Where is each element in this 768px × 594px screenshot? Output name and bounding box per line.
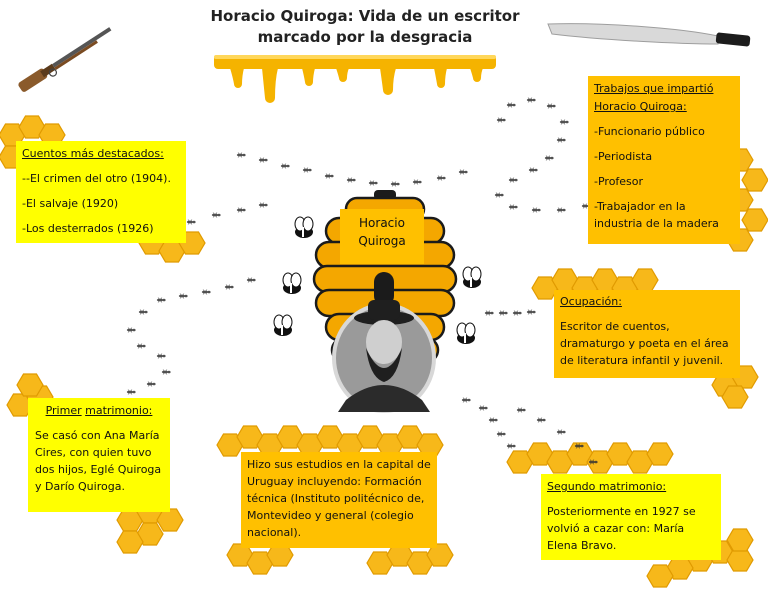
trabajos-heading-line-2: Horacio Quiroga: [594,100,687,113]
segundo-heading: Segundo matrimonio: [547,480,667,493]
honey-drip-icon [214,55,496,103]
bee-icon [273,314,293,336]
ocupacion-heading: Ocupación: [560,295,622,308]
cuentos-card: Cuentos más destacados: --El crimen del … [16,141,186,243]
central-topic-line-2: Quiroga [358,234,406,248]
ant-trail-icon [126,277,256,395]
estudios-line: Hizo sus estudios en la capital de [247,458,431,471]
primer-matrimonio-card: Primer matrimonio: Se casó con Ana María… [28,398,170,512]
trabajos-heading-line-1: Trabajos que impartió [594,82,714,95]
segundo-matrimonio-card: Segundo matrimonio: Posteriormente en 19… [541,474,721,560]
rifle-icon [18,27,112,92]
cuentos-item: --El crimen del otro (1904). [22,172,171,185]
cuentos-item: -Los desterrados (1926) [22,222,154,235]
primer-matrimonio-heading: Primer matrimonio: [35,404,163,417]
primer-heading-word-2: matrimonio: [85,404,153,417]
machete-icon [547,23,751,47]
bee-icon [294,216,314,238]
primer-line: y Darío Quiroga. [35,480,125,493]
trabajos-item: -Funcionario público [594,125,705,138]
trabajos-card: Trabajos que impartió Horacio Quiroga: -… [588,76,740,244]
ocupacion-line: de literatura infantil y juvenil. [560,354,724,367]
cuentos-item: -El salvaje (1920) [22,197,119,210]
segundo-line: volvió a cazar con: María [547,522,685,535]
primer-line: Cires, con quien tuvo [35,446,152,459]
primer-heading-word-1: Primer [45,404,82,417]
estudios-card: Hizo sus estudios en la capital de Urugu… [241,452,437,548]
page-title: Horacio Quiroga: Vida de un escritor mar… [200,6,530,48]
ocupacion-line: Escritor de cuentos, [560,320,670,333]
bee-icon [282,272,302,294]
trabajos-item: industria de la madera [594,217,719,230]
ant-trail-icon [186,152,468,225]
title-line-1: Horacio Quiroga: Vida de un escritor [210,7,520,25]
segundo-line: Posteriormente en 1927 se [547,505,696,518]
primer-line: Se casó con Ana María [35,429,160,442]
bee-icon [456,322,476,344]
portrait-photo [332,300,436,413]
estudios-line: técnica (Instituto politécnico de, [247,492,425,505]
cuentos-heading: Cuentos más destacados: [22,147,164,160]
estudios-line: nacional). [247,526,302,539]
bee-icon [462,266,482,288]
title-line-2: marcado por la desgracia [257,28,473,46]
ant-trail-icon [494,97,591,213]
trabajos-item: -Profesor [594,175,644,188]
central-topic-line-1: Horacio [359,216,405,230]
estudios-line: Montevideo y general (colegio [247,509,414,522]
primer-line: dos hijos, Eglé Quiroga [35,463,162,476]
ocupacion-card: Ocupación: Escritor de cuentos, dramatur… [554,290,740,378]
segundo-line: Elena Bravo. [547,539,617,552]
estudios-line: Uruguay incluyendo: Formación [247,475,422,488]
ant-trail-icon [484,309,536,316]
central-topic: Horacio Quiroga [340,209,424,264]
trabajos-item: -Periodista [594,150,653,163]
trabajos-item: -Trabajador en la [594,200,686,213]
ocupacion-line: dramaturgo y poeta en el área [560,337,729,350]
